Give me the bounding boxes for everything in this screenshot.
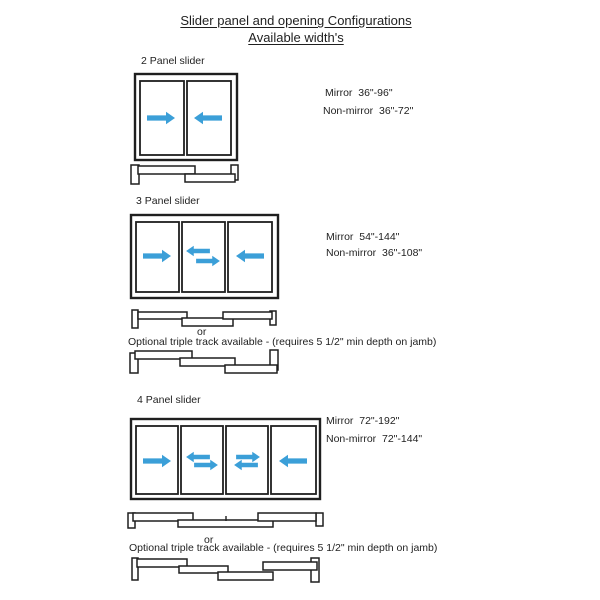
track-bar-top (137, 165, 196, 175)
track-bar-top-right (257, 512, 317, 522)
four-panel-double-track-diagram (127, 512, 324, 529)
arrow-left-icon (186, 245, 210, 257)
arrow-left-icon (279, 454, 307, 468)
spec-mirror-2panel: Mirror 36"-96" (325, 87, 393, 99)
spec-mirror-4panel: Mirror 72"-192" (326, 415, 400, 427)
triple-track-note-4panel: Optional triple track available - (requi… (129, 542, 438, 554)
spec-non-mirror-2panel: Non-mirror 36"-72" (323, 105, 414, 117)
track-bar-top-right (262, 561, 318, 571)
track-jamb-left (131, 309, 139, 329)
two-panel-double-track-diagram (130, 164, 239, 185)
page-subtitle: Available width's (248, 30, 344, 45)
spec-non-mirror-3panel: Non-mirror 36"-108" (326, 247, 423, 259)
slider-panel (225, 425, 269, 495)
track-bar-top-left (136, 558, 188, 568)
arrow-right-icon (143, 454, 171, 468)
three-panel-triple-track-diagram (129, 349, 279, 374)
page-title: Slider panel and opening Configurations (180, 13, 412, 28)
track-jamb-left (131, 557, 139, 581)
three-panel-double-track-diagram (131, 309, 277, 329)
arrow-right-icon (143, 249, 171, 263)
track-bar-top-left (137, 311, 188, 320)
arrow-left-icon (194, 111, 222, 125)
arrow-right-icon (194, 459, 218, 471)
arrow-right-icon (236, 451, 260, 463)
four-panel-triple-track-diagram (131, 557, 320, 583)
arrow-right-icon (196, 255, 220, 267)
or-label-4panel: or (204, 534, 214, 546)
arrow-right-icon (147, 111, 175, 125)
four-panel-slider-diagram (129, 417, 322, 501)
track-jamb-left (129, 352, 139, 374)
slider-panel (180, 425, 224, 495)
arrow-left-icon (236, 249, 264, 263)
track-bar-bottom (184, 173, 236, 183)
track-jamb-right (315, 512, 324, 527)
three-panel-slider-diagram (129, 213, 280, 300)
section-2panel-label: 2 Panel slider (141, 55, 205, 67)
track-bar-bottom (181, 317, 234, 327)
track-bar-top-left (132, 512, 194, 522)
track-bar-bottom (217, 571, 274, 581)
track-bar-top (134, 350, 193, 360)
triple-track-note-3panel: Optional triple track available - (requi… (128, 336, 437, 348)
arrow-left-icon (234, 459, 258, 471)
spec-non-mirror-4panel: Non-mirror 72"-144" (326, 433, 423, 445)
track-bar-middle (179, 357, 236, 367)
section-4panel-label: 4 Panel slider (137, 394, 201, 406)
spec-mirror-3panel: Mirror 54"-144" (326, 231, 400, 243)
arrow-left-icon (186, 451, 210, 463)
track-bar-top-right (222, 311, 273, 320)
slider-panel (181, 221, 226, 293)
two-panel-slider-diagram (133, 72, 239, 162)
track-bar-middle (178, 565, 229, 574)
track-bar-bottom (224, 364, 278, 374)
section-3panel-label: 3 Panel slider (136, 195, 200, 207)
or-label-3panel: or (197, 326, 207, 338)
